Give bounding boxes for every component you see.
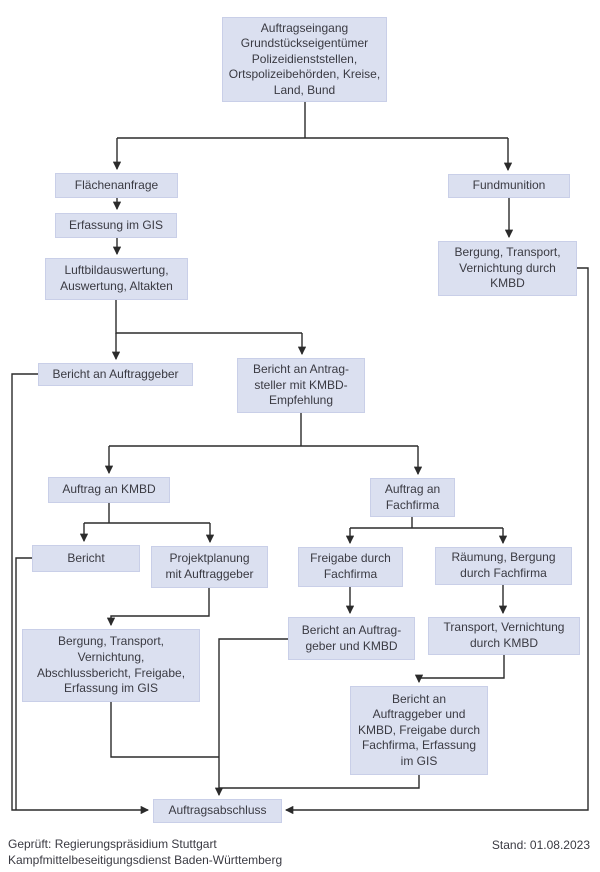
edge-projektplanung-to-bergung-gross [106, 588, 210, 627]
edge-bericht-to-abschluss [15, 557, 32, 810]
node-auftragsabschluss: Auftragsabschluss [153, 799, 282, 823]
node-freigabe-fachfirma: Freigabe durch Fachfirma [298, 547, 403, 587]
connector-split-kmbd [84, 503, 210, 524]
connector-trunk-top [117, 102, 508, 139]
edge-bericht-auftraggeber-to-abschluss [11, 373, 150, 815]
node-erfassung-gis: Erfassung im GIS [55, 213, 177, 238]
connector-split-auftraege [109, 413, 418, 447]
node-luftbildauswertung: Luftbildauswertung, Auswertung, Altakten [45, 258, 188, 300]
node-auftragseingang: Auftragseingang Grundstückseigentümer Po… [222, 17, 387, 102]
node-bericht-auftraggeber-kmbd: Bericht an Auftrag- geber und KMBD [288, 617, 415, 660]
node-auftrag-kmbd: Auftrag an KMBD [48, 477, 170, 503]
edge-transport-to-bericht-gross [414, 655, 505, 684]
connector-split-fachfirma [350, 517, 503, 529]
tee-bergung-gross-to-abschluss [110, 702, 219, 758]
node-fundmunition: Fundmunition [448, 174, 570, 198]
connector-split-berichte [115, 300, 302, 334]
node-bericht-auftraggeber: Bericht an Auftraggeber [38, 363, 193, 386]
edge-bergung-kmbd-to-abschluss [284, 267, 589, 815]
node-bericht: Bericht [32, 545, 140, 572]
node-bericht-gross: Bericht an Auftraggeber und KMBD, Freiga… [350, 686, 488, 775]
tee-bericht-gross-to-abschluss [219, 775, 420, 789]
node-auftrag-fachfirma: Auftrag an Fachfirma [370, 478, 455, 517]
node-transport-vernichtung: Transport, Vernichtung durch KMBD [428, 617, 580, 655]
node-bericht-antragsteller: Bericht an Antrag- steller mit KMBD- Emp… [237, 358, 365, 413]
node-raeumung-fachfirma: Räumung, Bergung durch Fachfirma [435, 547, 572, 585]
edge-bericht-kmbd-to-abschluss [214, 638, 288, 797]
node-bergung-kmbd: Bergung, Transport, Vernichtung durch KM… [438, 241, 577, 296]
footer-checked-by: Geprüft: Regierungspräsidium Stuttgart K… [8, 837, 283, 868]
node-bergung-gross: Bergung, Transport, Vernichtung, Abschlu… [22, 629, 200, 702]
node-projektplanung: Projektplanung mit Auftraggeber [151, 546, 268, 588]
node-flaechenanfrage: Flächenanfrage [55, 173, 178, 198]
footer-status-date: Stand: 01.08.2023 [491, 838, 590, 852]
